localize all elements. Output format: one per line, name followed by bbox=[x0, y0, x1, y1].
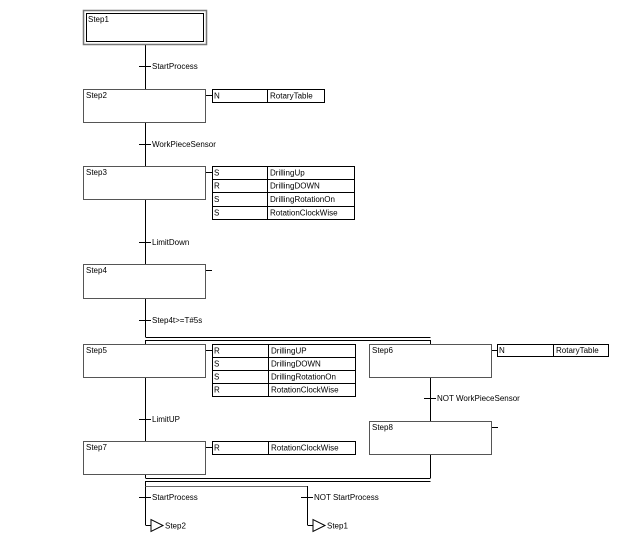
action-name: RotationClockWise bbox=[270, 209, 338, 218]
step-label: Step4 bbox=[86, 266, 107, 275]
action-block-step2[interactable]: N RotaryTable bbox=[212, 89, 325, 103]
transition-label-t4[interactable]: Step4t>=T#5s bbox=[152, 316, 202, 325]
action-qualifier: S bbox=[214, 373, 219, 382]
jump-target-label: Step1 bbox=[327, 522, 348, 531]
action-name: RotaryTable bbox=[270, 92, 313, 101]
transition-label-t2[interactable]: WorkPieceSensor bbox=[152, 140, 216, 149]
transition-label-t3[interactable]: LimitDown bbox=[152, 238, 189, 247]
transition-bars bbox=[139, 66, 436, 498]
transition-label-t7[interactable]: StartProcess bbox=[152, 493, 198, 502]
action-qualifier: R bbox=[214, 182, 220, 191]
transition-label-t5[interactable]: LimitUP bbox=[152, 415, 180, 424]
step-step8[interactable]: Step8 bbox=[369, 421, 492, 455]
jump-to-step1[interactable]: Step1 bbox=[312, 518, 348, 533]
step-label: Step1 bbox=[88, 15, 109, 24]
transition-label-t1[interactable]: StartProcess bbox=[152, 62, 198, 71]
action-block-step3[interactable]: S DrillingUp R DrillingDOWN S DrillingRo… bbox=[212, 166, 355, 220]
action-block-step6[interactable]: N RotaryTable bbox=[497, 344, 609, 357]
step-label: Step5 bbox=[86, 346, 107, 355]
step-step7[interactable]: Step7 bbox=[83, 441, 206, 475]
jump-to-step2[interactable]: Step2 bbox=[150, 518, 186, 533]
jump-arrow-icon bbox=[312, 518, 327, 533]
step-label: Step8 bbox=[372, 423, 393, 432]
action-qualifier: R bbox=[214, 347, 220, 356]
step-label: Step6 bbox=[372, 346, 393, 355]
action-qualifier: S bbox=[214, 195, 219, 204]
action-name: RotaryTable bbox=[556, 346, 599, 355]
transition-label-t8[interactable]: NOT StartProcess bbox=[314, 493, 379, 502]
step-label: Step2 bbox=[86, 91, 107, 100]
transition-label-t6[interactable]: NOT WorkPieceSensor bbox=[437, 394, 520, 403]
action-qualifier: N bbox=[499, 346, 505, 355]
action-name: DrillingRotationOn bbox=[270, 195, 335, 204]
action-block-step5[interactable]: R DrillingUP S DrillingDOWN S DrillingRo… bbox=[212, 344, 356, 397]
jump-arrow-icon bbox=[150, 518, 165, 533]
step-step6[interactable]: Step6 bbox=[369, 344, 492, 378]
action-qualifier: N bbox=[214, 92, 220, 101]
step-step4[interactable]: Step4 bbox=[83, 264, 206, 299]
jump-target-label: Step2 bbox=[165, 522, 186, 531]
action-qualifier: R bbox=[214, 444, 220, 453]
action-qualifier: S bbox=[214, 209, 219, 218]
action-qualifier: S bbox=[214, 169, 219, 178]
step-step5[interactable]: Step5 bbox=[83, 344, 206, 378]
action-name: DrillingDOWN bbox=[270, 182, 320, 191]
action-name: DrillingDOWN bbox=[271, 360, 321, 369]
step-step3[interactable]: Step3 bbox=[83, 166, 206, 200]
action-name: DrillingRotationOn bbox=[271, 373, 336, 382]
step-label: Step3 bbox=[86, 168, 107, 177]
action-qualifier: R bbox=[214, 386, 220, 395]
action-name: RotationClockWise bbox=[271, 444, 339, 453]
step-label: Step7 bbox=[86, 443, 107, 452]
action-block-step7[interactable]: R RotationClockWise bbox=[212, 441, 356, 455]
step-step1[interactable]: Step1 bbox=[82, 9, 208, 46]
step-step2[interactable]: Step2 bbox=[83, 89, 206, 123]
action-name: RotationClockWise bbox=[271, 386, 339, 395]
action-name: DrillingUP bbox=[271, 347, 307, 356]
action-qualifier: S bbox=[214, 360, 219, 369]
action-name: DrillingUp bbox=[270, 169, 305, 178]
connection-lines bbox=[145, 44, 498, 526]
